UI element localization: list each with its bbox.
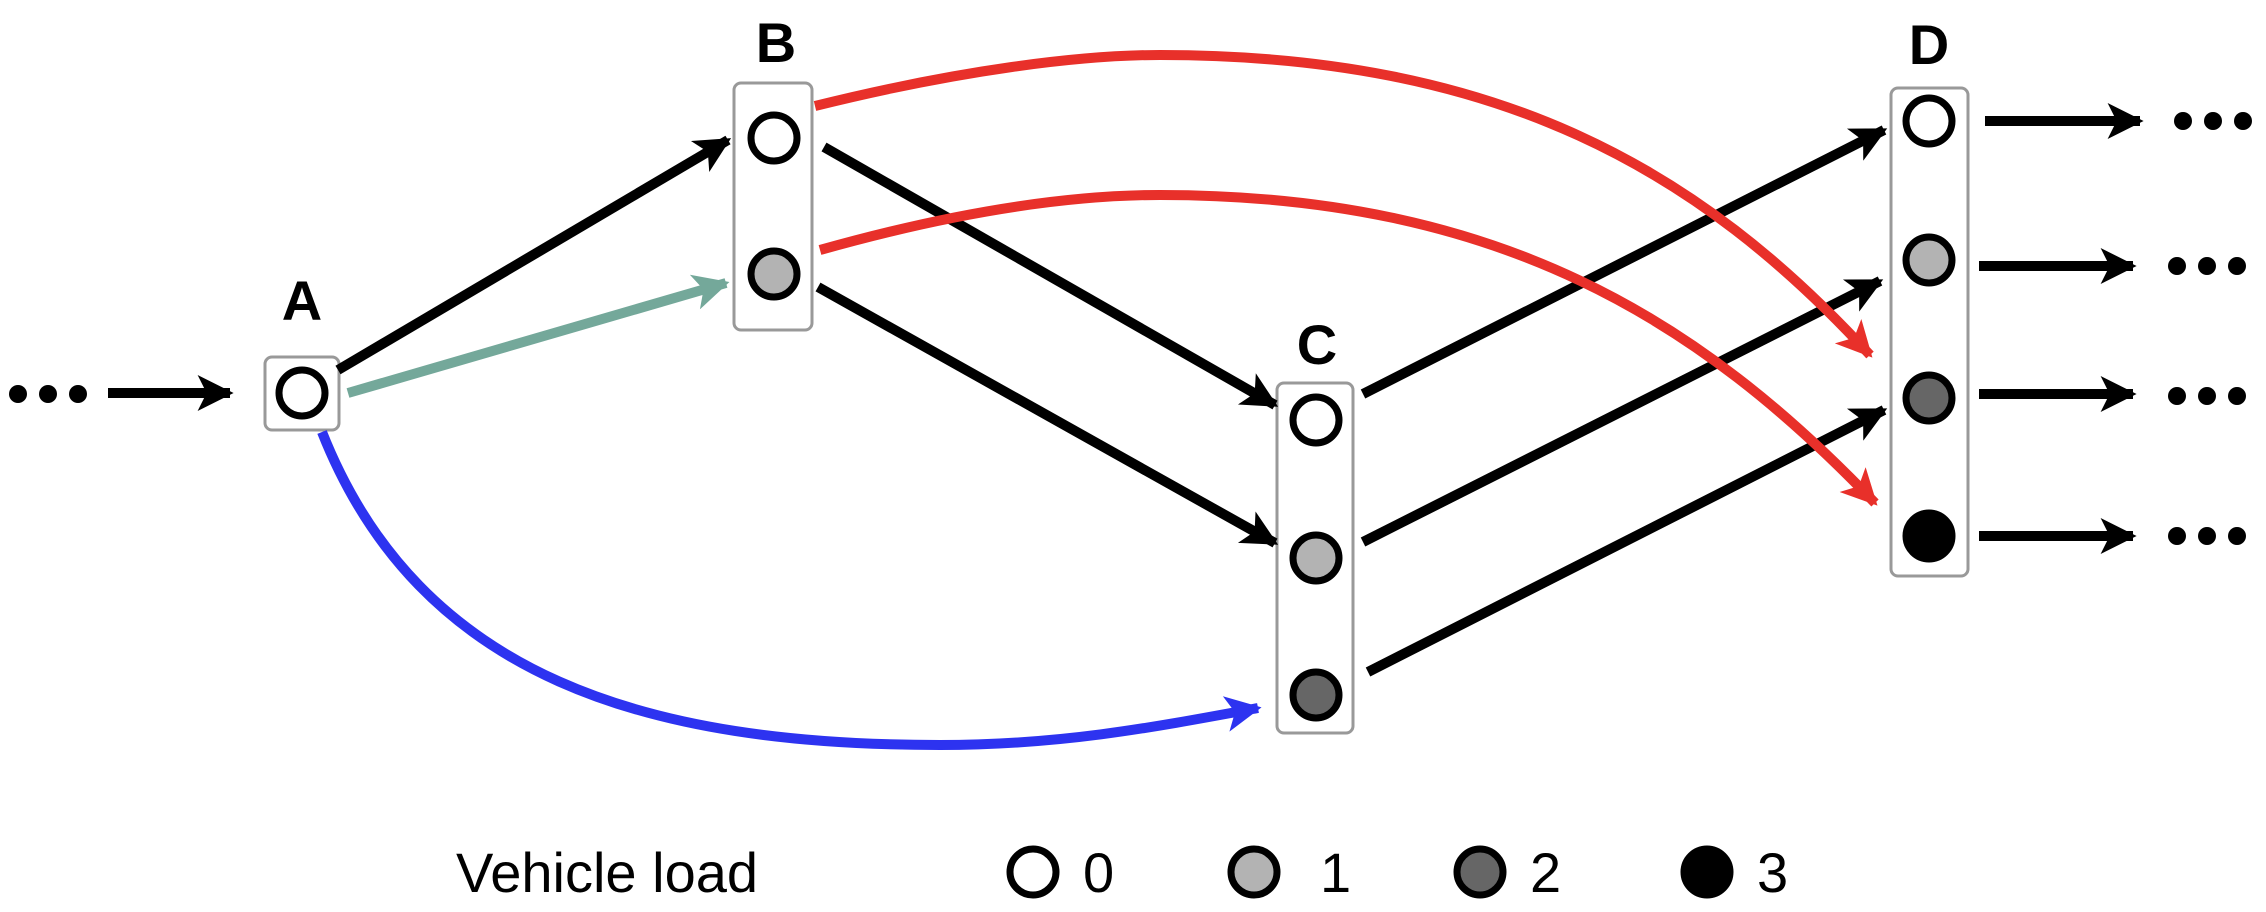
node-c-label: C [1297, 313, 1337, 376]
arc-c1-to-d1 [1360, 276, 1884, 547]
node-d-label: D [1909, 13, 1949, 76]
legend: Vehicle load 0 1 2 3 [456, 841, 1788, 904]
legend-label-0: 0 [1083, 841, 1114, 904]
arc-b1-to-d3 [818, 189, 1879, 507]
legend-label-2: 2 [1530, 841, 1561, 904]
node-b-label: B [756, 11, 796, 74]
node-c-state-1 [1289, 531, 1343, 585]
node-d-state-0 [1902, 94, 1956, 148]
legend-swatch-0 [1006, 845, 1060, 899]
incoming-ellipsis [9, 385, 87, 403]
arc-b1-to-c1 [815, 282, 1279, 548]
arc-c2-to-d2 [1365, 405, 1888, 677]
node-a-state-0 [275, 366, 329, 420]
arc-c0-to-d0 [1360, 125, 1888, 399]
node-b-state-1 [747, 247, 801, 301]
node-d-box [1889, 86, 1970, 578]
arc-a0-to-b1 [346, 274, 730, 398]
outgoing-ellipsis-1 [2168, 257, 2246, 275]
legend-label-3: 3 [1757, 841, 1788, 904]
legend-title: Vehicle load [456, 841, 758, 904]
arc-b0-to-c0 [821, 142, 1279, 410]
node-d-state-1 [1902, 233, 1956, 287]
node-d-state-2 [1902, 371, 1956, 425]
node-c-state-0 [1289, 393, 1343, 447]
legend-swatch-2 [1453, 845, 1507, 899]
arc-b0-to-d2 [813, 49, 1874, 359]
outgoing-ellipsis-2 [2168, 387, 2246, 405]
arc-a0-to-b0 [335, 135, 732, 375]
node-a-label: A [282, 269, 322, 332]
outgoing-ellipsis-3 [2168, 527, 2246, 545]
node-d-state-3 [1902, 509, 1956, 563]
legend-swatch-3 [1680, 845, 1734, 899]
legend-label-1: 1 [1320, 841, 1351, 904]
node-b-state-0 [747, 111, 801, 165]
node-c-state-2 [1289, 668, 1343, 722]
outgoing-ellipsis-0 [2174, 112, 2252, 130]
legend-swatch-1 [1227, 845, 1281, 899]
arc-a0-to-c2 [317, 430, 1262, 751]
